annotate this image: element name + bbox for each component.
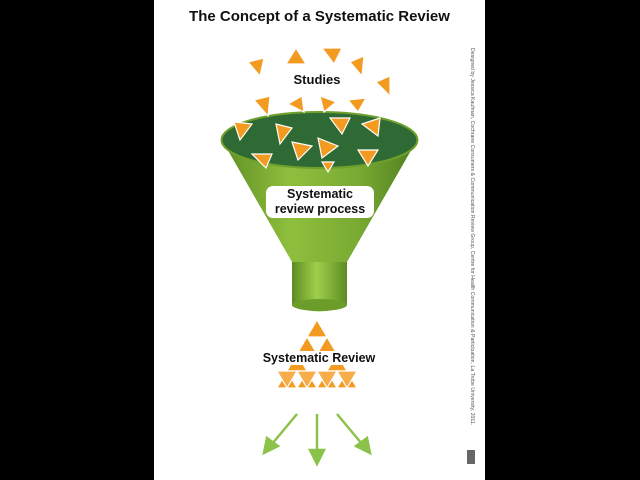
funnel-spout — [292, 262, 347, 312]
studies-in-funnel — [233, 117, 381, 174]
study-triangle — [284, 46, 308, 65]
funnel-diagram — [220, 46, 475, 467]
study-triangle — [356, 149, 380, 168]
study-triangle — [328, 117, 351, 136]
studies-label: Studies — [293, 72, 341, 87]
study-triangle — [349, 55, 365, 78]
process-label-line1: Systematic — [286, 187, 353, 201]
arrow-right — [336, 413, 363, 445]
process-label-line2: review process — [274, 202, 366, 216]
systematic-review-label: Systematic Review — [249, 351, 389, 365]
systematic-review-pyramid — [275, 318, 359, 390]
study-triangle — [275, 123, 294, 146]
study-triangle — [233, 121, 254, 142]
study-triangle — [250, 153, 273, 170]
study-triangle — [320, 47, 343, 66]
studies-triangles — [246, 46, 391, 118]
diagram-panel: The Concept of a Systematic Review Studi… — [154, 0, 485, 480]
publisher-logo — [467, 450, 475, 464]
diagram-title: The Concept of a Systematic Review — [189, 8, 450, 25]
credit-text: Designed by Jessica Kaufman, Cochrane Co… — [469, 48, 475, 426]
study-triangle — [319, 95, 338, 114]
study-triangle — [374, 75, 391, 98]
credit-column: Designed by Jessica Kaufman, Cochrane Co… — [465, 48, 477, 448]
study-triangle — [346, 97, 368, 114]
study-triangle — [291, 141, 314, 162]
study-triangle — [317, 137, 340, 160]
output-arrows — [262, 413, 372, 467]
process-label: Systematic review process — [266, 186, 374, 218]
study-triangle — [246, 57, 265, 78]
study-triangle — [320, 161, 336, 174]
study-triangle — [286, 95, 305, 114]
arrow-left — [271, 413, 298, 445]
study-triangle — [360, 117, 381, 138]
study-triangle — [252, 95, 271, 118]
